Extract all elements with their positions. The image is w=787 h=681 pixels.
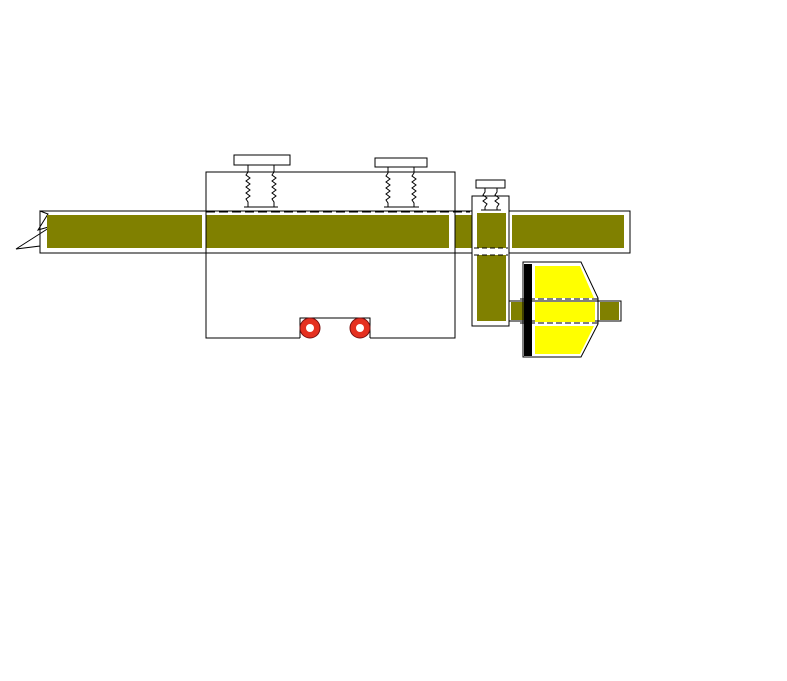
shaft-segment-left <box>47 215 202 248</box>
output-shaft-fill <box>511 302 525 320</box>
rotor-fill-upper <box>535 266 580 298</box>
shaft-segment-coupling <box>455 215 472 248</box>
spring-icon <box>271 165 277 207</box>
clamp-fill-bottom <box>477 255 506 321</box>
rotor-fill-mid <box>535 302 595 322</box>
spring-icon <box>411 167 417 207</box>
mount-plate-small <box>475 179 506 189</box>
rotor-fill-cone-bottom <box>580 326 594 354</box>
shaft-broken-end <box>15 210 53 250</box>
mount-plate-right <box>374 157 428 168</box>
vertical-clamp <box>471 179 510 327</box>
gear-rotor <box>520 261 599 358</box>
roller-bearing-right-core <box>356 324 364 332</box>
rotor-body <box>522 261 599 358</box>
shaft-segment-right <box>512 215 624 248</box>
main-shaft <box>15 210 631 254</box>
rotor-pad <box>524 264 532 356</box>
spring-mount-left <box>233 154 291 208</box>
spring-icon <box>385 167 391 207</box>
spring-icon <box>245 165 251 207</box>
shaft-segment-middle <box>206 215 449 248</box>
housing <box>205 171 456 339</box>
spring-mount-right <box>374 157 428 208</box>
housing-outline <box>205 171 456 339</box>
spring-icon <box>494 188 500 210</box>
spring-icon <box>482 188 488 210</box>
mount-plate-left <box>233 154 291 166</box>
rotor-fill-lower <box>535 326 580 354</box>
clamp-fill-top <box>477 213 506 248</box>
output-shaft-tip <box>600 302 619 320</box>
rotor-fill-cone-top <box>580 266 594 298</box>
roller-bearing-left-core <box>306 324 314 332</box>
